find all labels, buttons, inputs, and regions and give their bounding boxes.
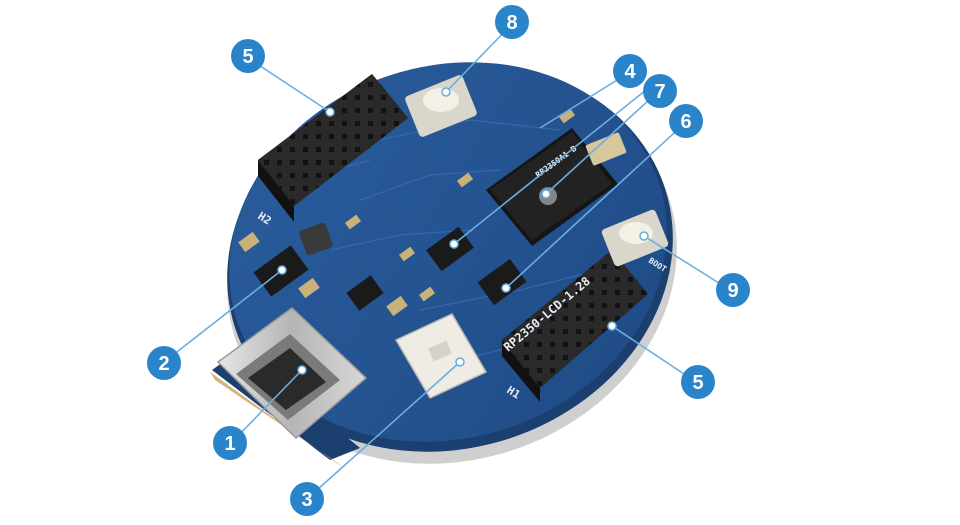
h1-silkscreen: H1 [504, 384, 522, 402]
svg-text:1: 1 [224, 433, 235, 455]
svg-text:6: 6 [680, 111, 691, 133]
svg-text:5: 5 [242, 46, 253, 68]
usb-c-connector [216, 307, 368, 440]
svg-text:9: 9 [727, 280, 738, 302]
mosfet [346, 275, 384, 311]
h2-silkscreen: H2 [255, 210, 273, 228]
callout-5-top: 5 [231, 39, 265, 73]
callout-7: 7 [643, 74, 677, 108]
callout-3: 3 [290, 482, 324, 516]
svg-text:7: 7 [654, 81, 665, 103]
inductor [299, 222, 333, 256]
crystal [585, 132, 627, 166]
callout-1: 1 [213, 426, 247, 460]
passive-components [238, 108, 576, 317]
ic [477, 258, 527, 306]
callout-badges: 8 5 4 7 6 9 5 2 [147, 5, 750, 516]
battery-connector [394, 313, 488, 399]
svg-text:5: 5 [692, 372, 703, 394]
callout-9: 9 [716, 273, 750, 307]
callout-2: 2 [147, 346, 181, 380]
callout-6: 6 [669, 104, 703, 138]
callout-8: 8 [495, 5, 529, 39]
header-h2 [258, 74, 408, 222]
header-h1 [502, 250, 648, 402]
callout-5-bottom: 5 [681, 365, 715, 399]
callout-dots [277, 87, 649, 375]
svg-text:3: 3 [301, 489, 312, 511]
svg-text:4: 4 [624, 61, 636, 83]
callout-leaders [163, 23, 731, 499]
svg-text:2: 2 [158, 353, 169, 375]
svg-text:8: 8 [506, 12, 517, 34]
callout-4: 4 [613, 54, 647, 88]
